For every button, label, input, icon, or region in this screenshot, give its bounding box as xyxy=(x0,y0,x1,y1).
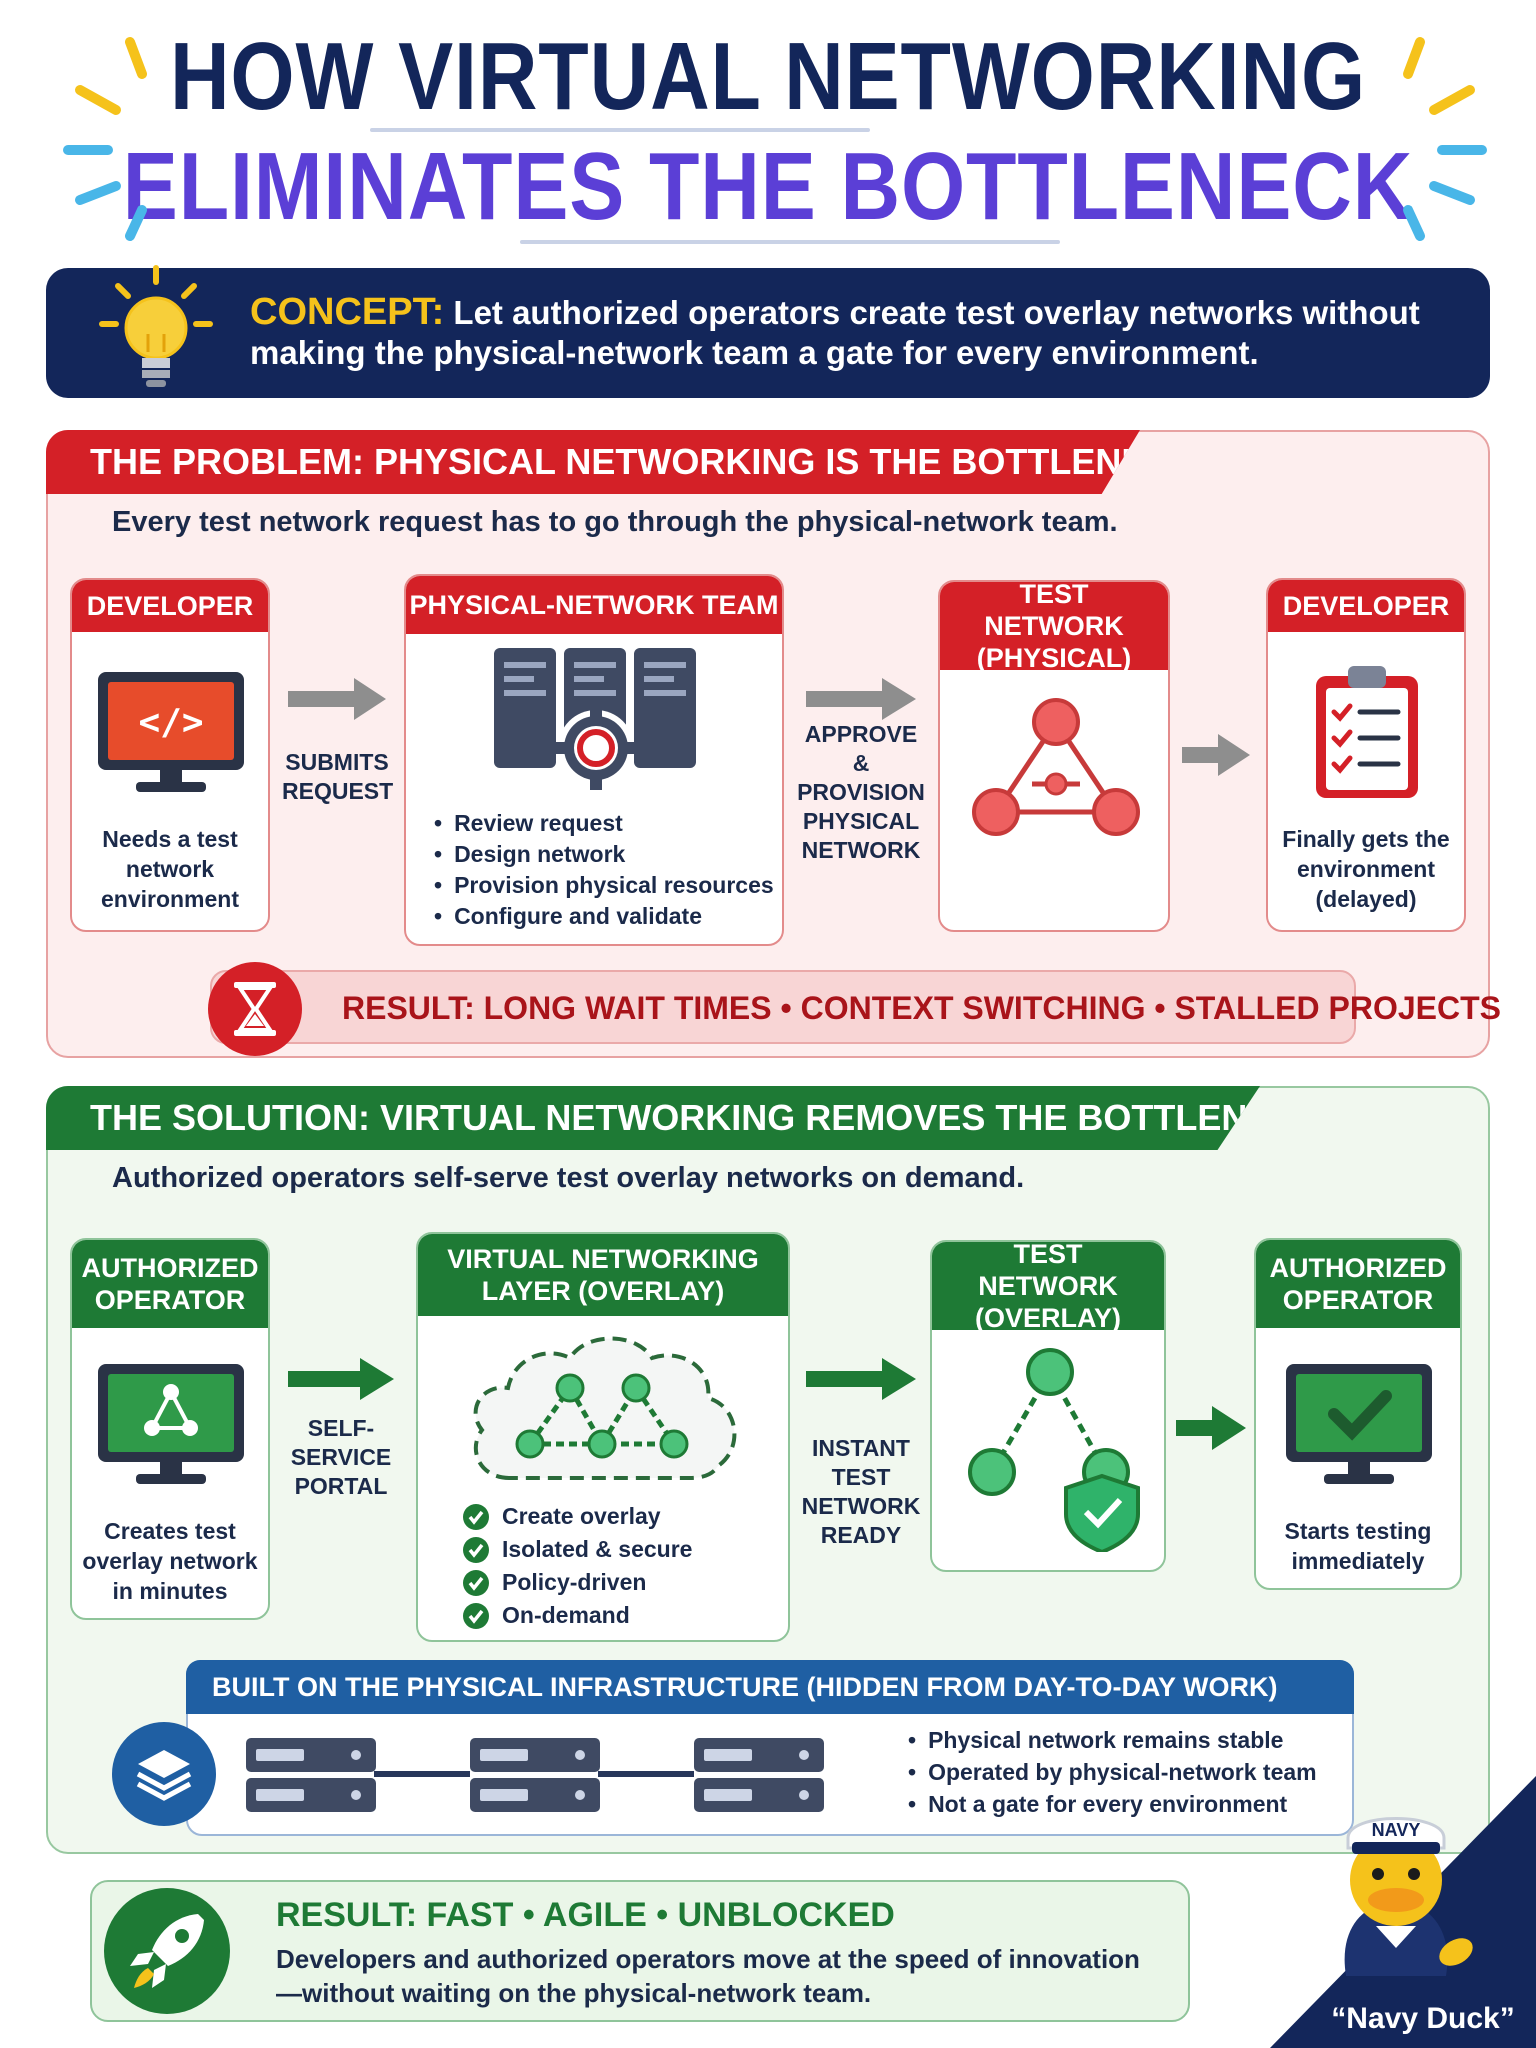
feature-label: Isolated & secure xyxy=(502,1536,693,1562)
task-item: Configure and validate xyxy=(434,901,774,932)
arrow-label-submits: SUBMITS REQUEST xyxy=(282,749,394,804)
virtual-layer-title: VIRTUAL NETWORKING LAYER (OVERLAY) xyxy=(418,1234,788,1316)
server-rack-icon xyxy=(494,648,696,790)
operator-testing-card: AUTHORIZED OPERATOR Starts testing immed… xyxy=(1254,1238,1462,1590)
test-network-overlay-card: TEST NETWORK (OVERLAY) xyxy=(930,1239,1166,1572)
secure-overlay-network-icon xyxy=(968,1348,1140,1552)
layers-badge xyxy=(112,1722,216,1826)
lightbulb-icon xyxy=(99,265,213,387)
virtual-layer-features: Create overlay Isolated & secure Policy-… xyxy=(462,1500,692,1632)
developer-caption: Needs a test network environment xyxy=(100,826,240,912)
clipboard-checklist-icon xyxy=(1316,666,1418,798)
rocket-icon xyxy=(130,1914,204,1988)
checkmark-monitor-icon xyxy=(1286,1364,1432,1484)
task-item: Design network xyxy=(434,839,774,870)
operator-testing-title: AUTHORIZED OPERATOR xyxy=(1256,1240,1460,1328)
arrow-right-icon xyxy=(1176,1406,1246,1450)
arrow-right-icon xyxy=(288,678,386,720)
problem-heading-bar: THE PROBLEM: PHYSICAL NETWORKING IS THE … xyxy=(46,430,1140,494)
developer-delayed-card: DEVELOPER Finally gets the environment (… xyxy=(1266,578,1466,932)
title-underline xyxy=(370,128,870,132)
operator-caption: Creates test overlay network in minutes xyxy=(82,1518,258,1604)
check-circle-icon xyxy=(463,1602,489,1629)
infra-note: Physical network remains stable xyxy=(908,1724,1317,1756)
feature-label: On-demand xyxy=(502,1602,630,1628)
operator-card: AUTHORIZED OPERATOR Creates test overlay… xyxy=(70,1238,270,1620)
infrastructure-notes: Physical network remains stable Operated… xyxy=(908,1724,1317,1820)
check-circle-icon xyxy=(463,1536,489,1563)
physical-team-card: PHYSICAL-NETWORK TEAM Review request Des… xyxy=(404,574,784,946)
problem-subtitle: Every test network request has to go thr… xyxy=(112,506,1118,538)
test-network-physical-card: TEST NETWORK (PHYSICAL) xyxy=(938,579,1170,932)
overlay-cloud-icon xyxy=(473,1336,737,1480)
task-item: Review request xyxy=(434,808,774,839)
problem-heading: THE PROBLEM: PHYSICAL NETWORKING IS THE … xyxy=(90,441,1198,482)
physical-team-tasks: Review request Design network Provision … xyxy=(434,808,774,932)
developer-delayed-title: DEVELOPER xyxy=(1268,580,1464,632)
burst-left-icon xyxy=(63,37,147,241)
final-result-title: RESULT: FAST • AGILE • UNBLOCKED xyxy=(276,1896,895,1934)
title-line-2: ELIMINATES THE BOTTLENECK xyxy=(122,133,1414,240)
arrow-label-approve: APPROVE & PROVISION PHYSICAL NETWORK xyxy=(797,721,925,863)
test-network-overlay-title: TEST NETWORK (OVERLAY) xyxy=(932,1239,1164,1333)
task-item: Provision physical resources xyxy=(434,870,774,901)
feature-item: Create overlay xyxy=(462,1500,692,1533)
feature-label: Create overlay xyxy=(502,1503,661,1529)
arrow-right-icon xyxy=(288,1358,394,1400)
network-topology-icon xyxy=(972,698,1140,836)
layers-icon xyxy=(136,1750,192,1801)
solution-heading: THE SOLUTION: VIRTUAL NETWORKING REMOVES… xyxy=(90,1097,1324,1138)
arrow-right-icon xyxy=(806,1358,916,1400)
overlay-monitor-icon xyxy=(98,1364,244,1484)
arrow-label-self-service: SELF-SERVICE PORTAL xyxy=(290,1415,392,1499)
check-circle-icon xyxy=(463,1503,489,1530)
mascot-hat-text: NAVY xyxy=(1372,1820,1421,1840)
virtual-layer-card: VIRTUAL NETWORKING LAYER (OVERLAY) Creat… xyxy=(416,1232,790,1642)
arrow-right-icon xyxy=(1182,734,1250,776)
arrow-label-instant: INSTANT TEST NETWORK READY xyxy=(801,1435,921,1548)
test-network-physical-title: TEST NETWORK (PHYSICAL) xyxy=(940,579,1168,673)
check-circle-icon xyxy=(463,1569,489,1596)
developer-card-title: DEVELOPER xyxy=(72,580,268,632)
feature-item: Isolated & secure xyxy=(462,1533,692,1566)
developer-card: DEVELOPER </> Needs a test network envir… xyxy=(70,578,270,932)
title-line-1: HOW VIRTUAL NETWORKING xyxy=(169,23,1367,130)
concept-text: CONCEPT: Let authorized operators create… xyxy=(250,292,1450,373)
infra-note: Not a gate for every environment xyxy=(908,1788,1317,1820)
infrastructure-heading-bar: BUILT ON THE PHYSICAL INFRASTRUCTURE (HI… xyxy=(186,1660,1354,1714)
problem-result-bar xyxy=(210,970,1356,1044)
hourglass-icon xyxy=(234,982,276,1036)
svg-text:</>: </> xyxy=(138,702,203,743)
infrastructure-heading: BUILT ON THE PHYSICAL INFRASTRUCTURE (HI… xyxy=(212,1672,1278,1702)
concept-body: Let authorized operators create test ove… xyxy=(250,294,1420,371)
final-result-text: Developers and authorized operators move… xyxy=(276,1944,1140,2008)
arrow-right-icon xyxy=(806,678,916,720)
solution-subtitle: Authorized operators self-serve test ove… xyxy=(112,1162,1025,1194)
feature-item: On-demand xyxy=(462,1599,692,1632)
final-result-panel xyxy=(90,1880,1190,2022)
operator-testing-caption: Starts testing immediately xyxy=(1284,1518,1432,1574)
physical-team-title: PHYSICAL-NETWORK TEAM xyxy=(406,576,782,634)
code-monitor-icon: </> xyxy=(98,672,244,792)
concept-label: CONCEPT: xyxy=(250,291,445,333)
physical-servers-icon xyxy=(246,1738,824,1812)
hourglass-badge xyxy=(208,962,302,1056)
developer-delayed-caption: Finally gets the environment (delayed) xyxy=(1282,826,1450,912)
rocket-badge xyxy=(104,1888,230,2014)
feature-item: Policy-driven xyxy=(462,1566,692,1599)
feature-label: Policy-driven xyxy=(502,1569,647,1595)
problem-result-text: RESULT: LONG WAIT TIMES • CONTEXT SWITCH… xyxy=(342,990,1501,1026)
title-underline-2 xyxy=(520,240,1060,244)
infra-note: Operated by physical-network team xyxy=(908,1756,1317,1788)
mascot-caption: “Navy Duck” xyxy=(1331,2002,1515,2035)
solution-heading-bar: THE SOLUTION: VIRTUAL NETWORKING REMOVES… xyxy=(46,1086,1260,1150)
navy-duck-mascot: NAVY xyxy=(1270,1776,1536,2048)
operator-card-title: AUTHORIZED OPERATOR xyxy=(72,1240,268,1328)
concept-banner xyxy=(46,268,1490,398)
burst-right-icon xyxy=(1403,37,1487,241)
